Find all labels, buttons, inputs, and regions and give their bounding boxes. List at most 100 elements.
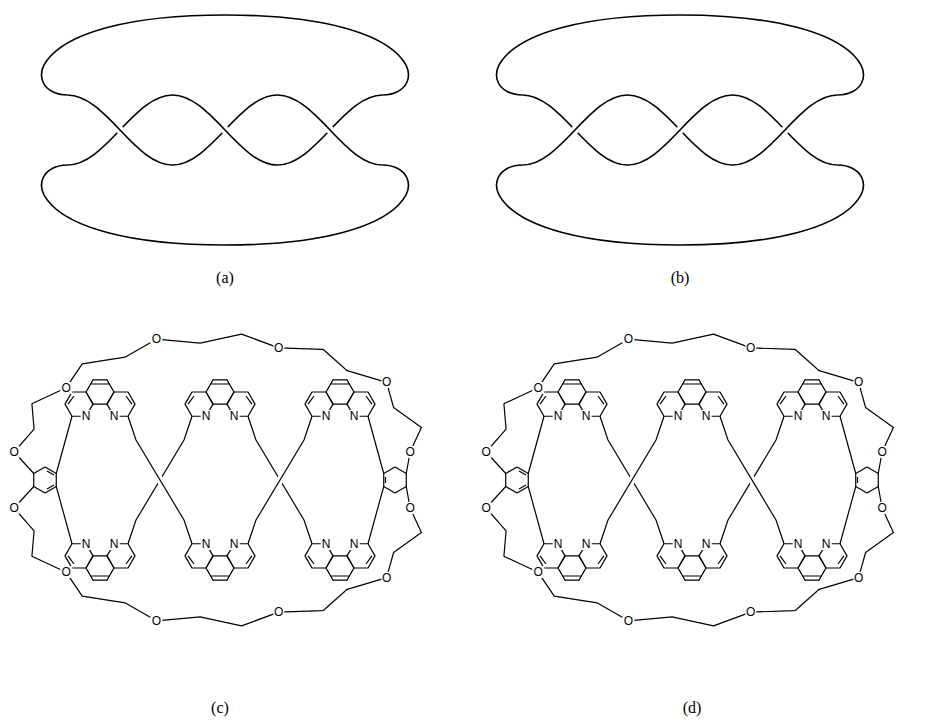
polyether-chain: [486, 508, 893, 626]
oxygen-atom-label: O: [8, 502, 19, 514]
benzene-ring: [856, 467, 879, 493]
nitrogen-atom-label: N: [673, 538, 684, 550]
ethylene-link: [128, 416, 192, 544]
knot-loop: [42, 15, 409, 95]
oxygen-atom-label: O: [533, 566, 544, 578]
phenanthroline: [657, 544, 727, 580]
oxygen-atom-label: O: [623, 615, 634, 627]
nitrogen-atom-label: N: [821, 410, 832, 422]
nitrogen-atom-label: N: [321, 410, 332, 422]
panel-label: (c): [211, 699, 229, 717]
oxygen-atom-label: O: [381, 376, 392, 388]
nitrogen-atom-label: N: [581, 410, 592, 422]
oxygen-atom-label: O: [533, 382, 544, 394]
oxygen-atom-label: O: [745, 606, 756, 618]
polyether-chain: [14, 334, 421, 452]
oxygen-atom-label: O: [853, 376, 864, 388]
benzene-ring: [384, 467, 407, 493]
oxygen-atom-label: O: [404, 446, 415, 458]
ethylene-link: [600, 416, 664, 544]
knot-crossing: [770, 105, 800, 155]
nitrogen-atom-label: N: [673, 410, 684, 422]
nitrogen-atom-label: N: [793, 410, 804, 422]
knot-crossing: [105, 105, 135, 155]
phenanthroline: [185, 544, 255, 580]
nitrogen-atom-label: N: [349, 538, 360, 550]
knot-strand: [523, 95, 838, 165]
oxygen-atom-label: O: [623, 333, 634, 345]
oxygen-atom-label: O: [273, 606, 284, 618]
oxygen-atom-label: O: [404, 502, 415, 514]
knot-loop: [497, 15, 864, 95]
oxygen-atom-label: O: [381, 572, 392, 584]
nitrogen-atom-label: N: [821, 538, 832, 550]
phenanthroline: [65, 544, 135, 580]
ethylene-link: [720, 416, 784, 544]
ethylene-link: [248, 416, 312, 544]
molecular-knot: [486, 334, 893, 626]
ethylene-link: [600, 416, 664, 544]
knot-crossing: [560, 105, 590, 155]
bond: [486, 416, 882, 544]
bond: [14, 416, 410, 544]
phenanthroline: [537, 380, 607, 416]
benzene-ring: [34, 467, 57, 493]
knot-strand: [523, 95, 838, 165]
trefoil-knot: [42, 15, 409, 245]
phenanthroline: [185, 380, 255, 416]
oxygen-atom-label: O: [480, 502, 491, 514]
oxygen-atom-label: O: [151, 615, 162, 627]
nitrogen-atom-label: N: [229, 410, 240, 422]
trefoil-knot: [497, 15, 864, 245]
oxygen-atom-label: O: [273, 342, 284, 354]
benzene-ring: [506, 467, 529, 493]
molecular-knot: [14, 334, 421, 626]
knot-loop: [497, 165, 864, 245]
nitrogen-atom-label: N: [701, 410, 712, 422]
phenanthroline: [537, 544, 607, 580]
nitrogen-atom-label: N: [581, 538, 592, 550]
nitrogen-atom-label: N: [553, 410, 564, 422]
phenanthroline: [777, 544, 847, 580]
nitrogen-atom-label: N: [349, 410, 360, 422]
panel-label: (b): [671, 269, 690, 287]
nitrogen-atom-label: N: [109, 410, 120, 422]
oxygen-atom-label: O: [8, 446, 19, 458]
nitrogen-atom-label: N: [201, 538, 212, 550]
oxygen-atom-label: O: [480, 446, 491, 458]
oxygen-atom-label: O: [61, 382, 72, 394]
ethylene-link: [248, 416, 312, 544]
oxygen-atom-label: O: [61, 566, 72, 578]
ethylene-link: [720, 416, 784, 544]
nitrogen-atom-label: N: [321, 538, 332, 550]
knot-crossing: [665, 105, 695, 155]
ethylene-link: [128, 416, 192, 544]
knot-crossing: [210, 105, 240, 155]
phenanthroline: [657, 380, 727, 416]
polyether-chain: [486, 334, 893, 452]
oxygen-atom-label: O: [876, 446, 887, 458]
nitrogen-atom-label: N: [553, 538, 564, 550]
nitrogen-atom-label: N: [229, 538, 240, 550]
panel-label: (d): [683, 699, 702, 717]
oxygen-atom-label: O: [876, 502, 887, 514]
oxygen-atom-label: O: [745, 342, 756, 354]
nitrogen-atom-label: N: [81, 538, 92, 550]
phenanthroline: [305, 544, 375, 580]
nitrogen-atom-label: N: [793, 538, 804, 550]
phenanthroline: [777, 380, 847, 416]
knot-strand: [68, 95, 383, 165]
oxygen-atom-label: O: [853, 572, 864, 584]
panel-label: (a): [216, 269, 234, 287]
oxygen-atom-label: O: [151, 333, 162, 345]
nitrogen-atom-label: N: [81, 410, 92, 422]
nitrogen-atom-label: N: [701, 538, 712, 550]
knot-crossing: [315, 105, 345, 155]
phenanthroline: [305, 380, 375, 416]
knot-strand: [68, 95, 383, 165]
polyether-chain: [14, 508, 421, 626]
knot-loop: [42, 165, 409, 245]
phenanthroline: [65, 380, 135, 416]
